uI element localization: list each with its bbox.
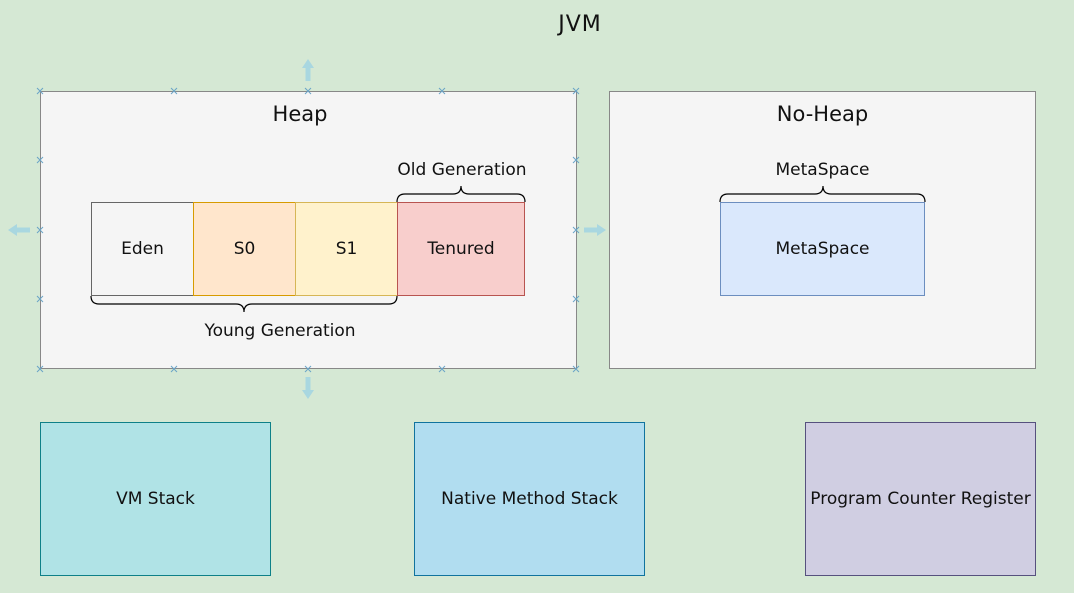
young-generation-brace: [90, 295, 398, 313]
arrow-up: [302, 59, 314, 81]
young-generation-label: Young Generation: [204, 321, 356, 341]
heap-title: Heap: [272, 102, 328, 126]
metaspace-box[interactable]: MetaSpace: [720, 202, 925, 296]
arrow-left: [8, 224, 30, 236]
diagram-title: JVM: [558, 11, 602, 37]
old-generation-brace: [396, 185, 526, 203]
program-counter-register-box[interactable]: Program Counter Register: [805, 422, 1036, 576]
metaspace-brace: [719, 185, 926, 203]
selection-handles: [36, 87, 580, 373]
old-generation-label: Old Generation: [397, 160, 527, 180]
metaspace-label: MetaSpace: [775, 160, 870, 180]
s1-segment[interactable]: S1: [295, 202, 398, 296]
no-heap-title: No-Heap: [776, 102, 869, 126]
arrow-down: [302, 377, 314, 399]
native-method-stack-box[interactable]: Native Method Stack: [414, 422, 645, 576]
hover-arrows: [8, 59, 606, 399]
arrow-right: [584, 224, 606, 236]
tenured-segment[interactable]: Tenured: [397, 202, 525, 296]
vm-stack-box[interactable]: VM Stack: [40, 422, 271, 576]
s0-segment[interactable]: S0: [193, 202, 296, 296]
